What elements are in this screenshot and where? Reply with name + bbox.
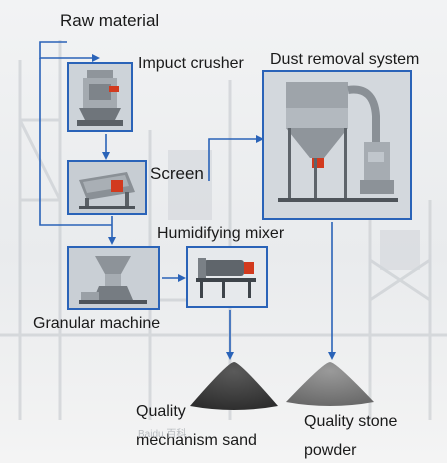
label-quality-sand-line1: Quality (136, 403, 186, 420)
granulator-machine-icon (69, 248, 158, 308)
label-quality-powder-line1: Quality stone (304, 413, 398, 430)
label-granular-machine: Granular machine (33, 315, 161, 332)
label-quality-sand-line2: mechanism sand (136, 432, 257, 449)
label-impact-crusher: Impuct crusher (138, 55, 244, 72)
sand-pile-icon (190, 362, 278, 410)
label-raw-material: Raw material (60, 11, 160, 30)
label-humidifying-mixer: Humidifying mixer (157, 225, 285, 242)
watermark: Baidu 百科 (138, 429, 187, 440)
vibrating-screen-machine-icon (69, 162, 145, 213)
label-screen: Screen (150, 164, 204, 183)
dust-removal-box (262, 70, 412, 220)
humidifying-mixer-machine-icon (188, 248, 266, 306)
screen-box (67, 160, 147, 215)
humidifying-mixer-box (186, 246, 268, 308)
powder-pile-icon (286, 362, 374, 406)
dust-collector-machine-icon (264, 72, 410, 218)
label-quality-powder-line2: powder (304, 442, 357, 459)
granular-machine-box (67, 246, 160, 310)
impact-crusher-box (67, 62, 133, 132)
label-dust-removal: Dust removal system (270, 51, 420, 68)
impact-crusher-machine-icon (69, 64, 131, 130)
